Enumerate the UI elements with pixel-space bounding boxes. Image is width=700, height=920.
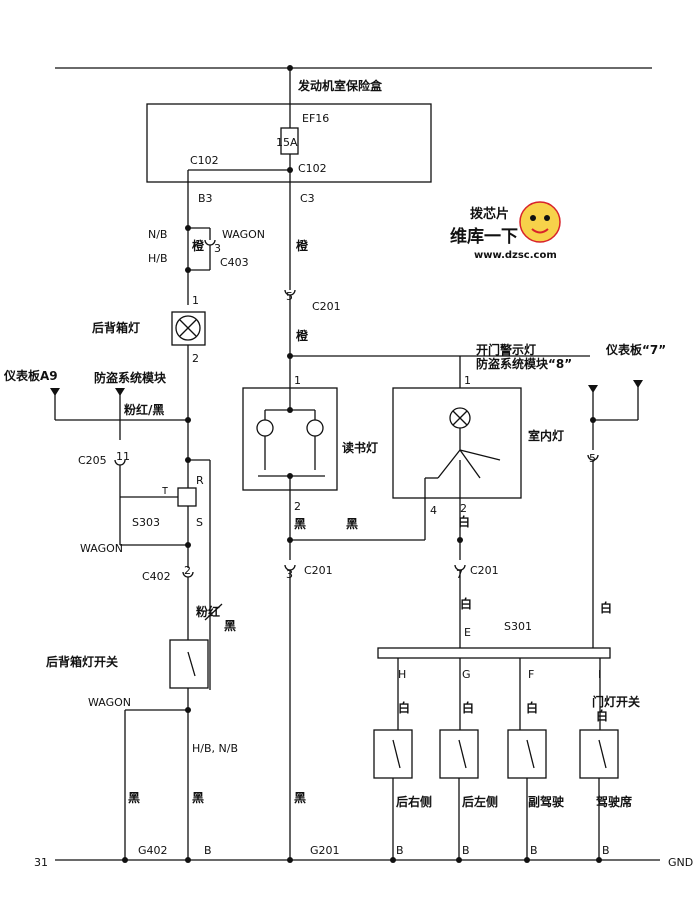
conn-c205: C205	[78, 454, 107, 467]
door-switch-2-label: 后左侧	[462, 794, 498, 809]
wire-black-reading-1: 黑	[294, 517, 306, 531]
dome-pin-2: 2	[460, 502, 467, 515]
watermark-line1: 维库一下	[450, 226, 518, 247]
wire-orange-left: 橙	[192, 238, 205, 253]
conn-c201-top: C201	[312, 300, 341, 313]
wire-black-bottom-2: 黑	[192, 791, 204, 805]
wagon-label-bottom: WAGON	[88, 696, 131, 709]
dash-a9-label: 仪表板A9	[3, 368, 58, 383]
conn-c102-right: C102	[298, 162, 327, 175]
fuse-id: EF16	[302, 112, 329, 125]
wire-31: 31	[34, 856, 48, 869]
conn-c102-left: C102	[190, 154, 219, 167]
conn-c201-mid: C201	[304, 564, 333, 577]
pin-5-dash7: 5	[589, 452, 596, 465]
dome-pin-1: 1	[464, 374, 471, 387]
ground-b-2: B	[462, 844, 470, 857]
lamp-pin-1: 1	[192, 294, 199, 307]
ground-b-4: B	[602, 844, 610, 857]
s301-pin-h: H	[398, 668, 406, 681]
door-warning-label: 开门警示灯	[476, 342, 536, 357]
conn-c402: C402	[142, 570, 171, 583]
wire-black-suffix: 黑	[224, 619, 236, 633]
antitheft-label-right: 防盗系统模块“8”	[476, 356, 572, 371]
door-switch-3-label: 副驾驶	[528, 794, 564, 809]
pin-5-right: 5	[286, 290, 293, 303]
dash-7-label: 仪表板“7”	[605, 342, 666, 357]
lamp-pin-2: 2	[192, 352, 199, 365]
wire-nb: N/B	[148, 228, 167, 241]
pin-3: 3	[214, 242, 221, 255]
s301-pin-e: E	[464, 626, 471, 639]
relay-pin-r: R	[196, 474, 204, 487]
ground-b-left: B	[204, 844, 212, 857]
wire-pink: 粉红	[196, 604, 220, 619]
watermark-line2: www.dzsc.com	[474, 250, 557, 261]
wire-black-reading-2: 黑	[346, 517, 358, 531]
dome-lamp-label: 室内灯	[528, 428, 564, 443]
fuse-rating: 15A	[276, 136, 298, 149]
s301-pin-i: I	[598, 668, 601, 681]
door-switch-1-label: 后右侧	[396, 794, 432, 809]
conn-c201-right: C201	[470, 564, 499, 577]
s301-label: S301	[504, 620, 532, 633]
s301-pin-g: G	[462, 668, 471, 681]
dome-lamp-box	[392, 387, 522, 499]
wire-black-bottom-1: 黑	[128, 791, 140, 805]
door-switch-1-wire: 白	[398, 700, 410, 715]
wire-hb-nb: H/B, N/B	[192, 742, 238, 755]
pin-3-c201: 3	[286, 568, 293, 581]
watermark: 拨芯片 维库一下 www.dzsc.com	[450, 201, 561, 261]
wagon-label-top: WAGON	[222, 228, 265, 241]
relay-pin-t: T	[162, 486, 168, 497]
pin-b3: B3	[198, 192, 213, 205]
reading-lamp-label: 读书灯	[342, 440, 378, 455]
door-switch-4-wire: 白	[596, 708, 608, 723]
reading-pin-2: 2	[294, 500, 301, 513]
fuse-box	[146, 103, 432, 183]
wire-white-dome: 白	[458, 514, 470, 529]
dome-pin-4: 4	[430, 504, 437, 517]
s303-label: S303	[132, 516, 160, 529]
ground-g402: G402	[138, 844, 168, 857]
wire-pink-black: 粉红/黑	[124, 402, 164, 417]
splice-s301	[377, 647, 611, 659]
s301-pin-f: F	[528, 668, 534, 681]
wagon-label-mid: WAGON	[80, 542, 123, 555]
pin-11: 11	[116, 450, 130, 463]
door-switch-4-label: 驾驶席	[595, 794, 632, 809]
trunk-lamp-label: 后背箱灯	[92, 320, 140, 335]
fuse-box-label: 发动机室保险盒	[297, 78, 383, 93]
conn-c403: C403	[220, 256, 249, 269]
ground-b-3: B	[530, 844, 538, 857]
relay-pin-s: S	[196, 516, 203, 529]
pin-c3: C3	[300, 192, 315, 205]
wire-hb: H/B	[148, 252, 168, 265]
antitheft-label-left: 防盗系统模块	[94, 370, 167, 385]
trunk-switch-box	[169, 639, 209, 689]
wire-white-dome-2: 白	[460, 596, 472, 611]
door-switch-2-wire: 白	[462, 700, 474, 715]
trunk-lamp-bulb	[175, 315, 201, 341]
watermark-badge: 拨芯片	[470, 206, 509, 222]
ground-b-1: B	[396, 844, 404, 857]
pin-2-c402: 2	[184, 564, 191, 577]
reading-pin-1: 1	[294, 374, 301, 387]
trunk-switch-label: 后背箱灯开关	[46, 654, 118, 669]
wire-white-dash7: 白	[600, 600, 612, 615]
ground-g201: G201	[310, 844, 340, 857]
door-switch-3-wire: 白	[526, 700, 538, 715]
pin-7: 7	[456, 568, 463, 581]
wire-orange-right: 橙	[296, 238, 309, 253]
wire-black-bottom-3: 黑	[294, 791, 306, 805]
gnd-label: GND	[668, 856, 693, 869]
relay-s303	[177, 487, 197, 507]
wire-orange-right-2: 橙	[296, 328, 309, 343]
door-switch-title: 门灯开关	[592, 694, 640, 709]
